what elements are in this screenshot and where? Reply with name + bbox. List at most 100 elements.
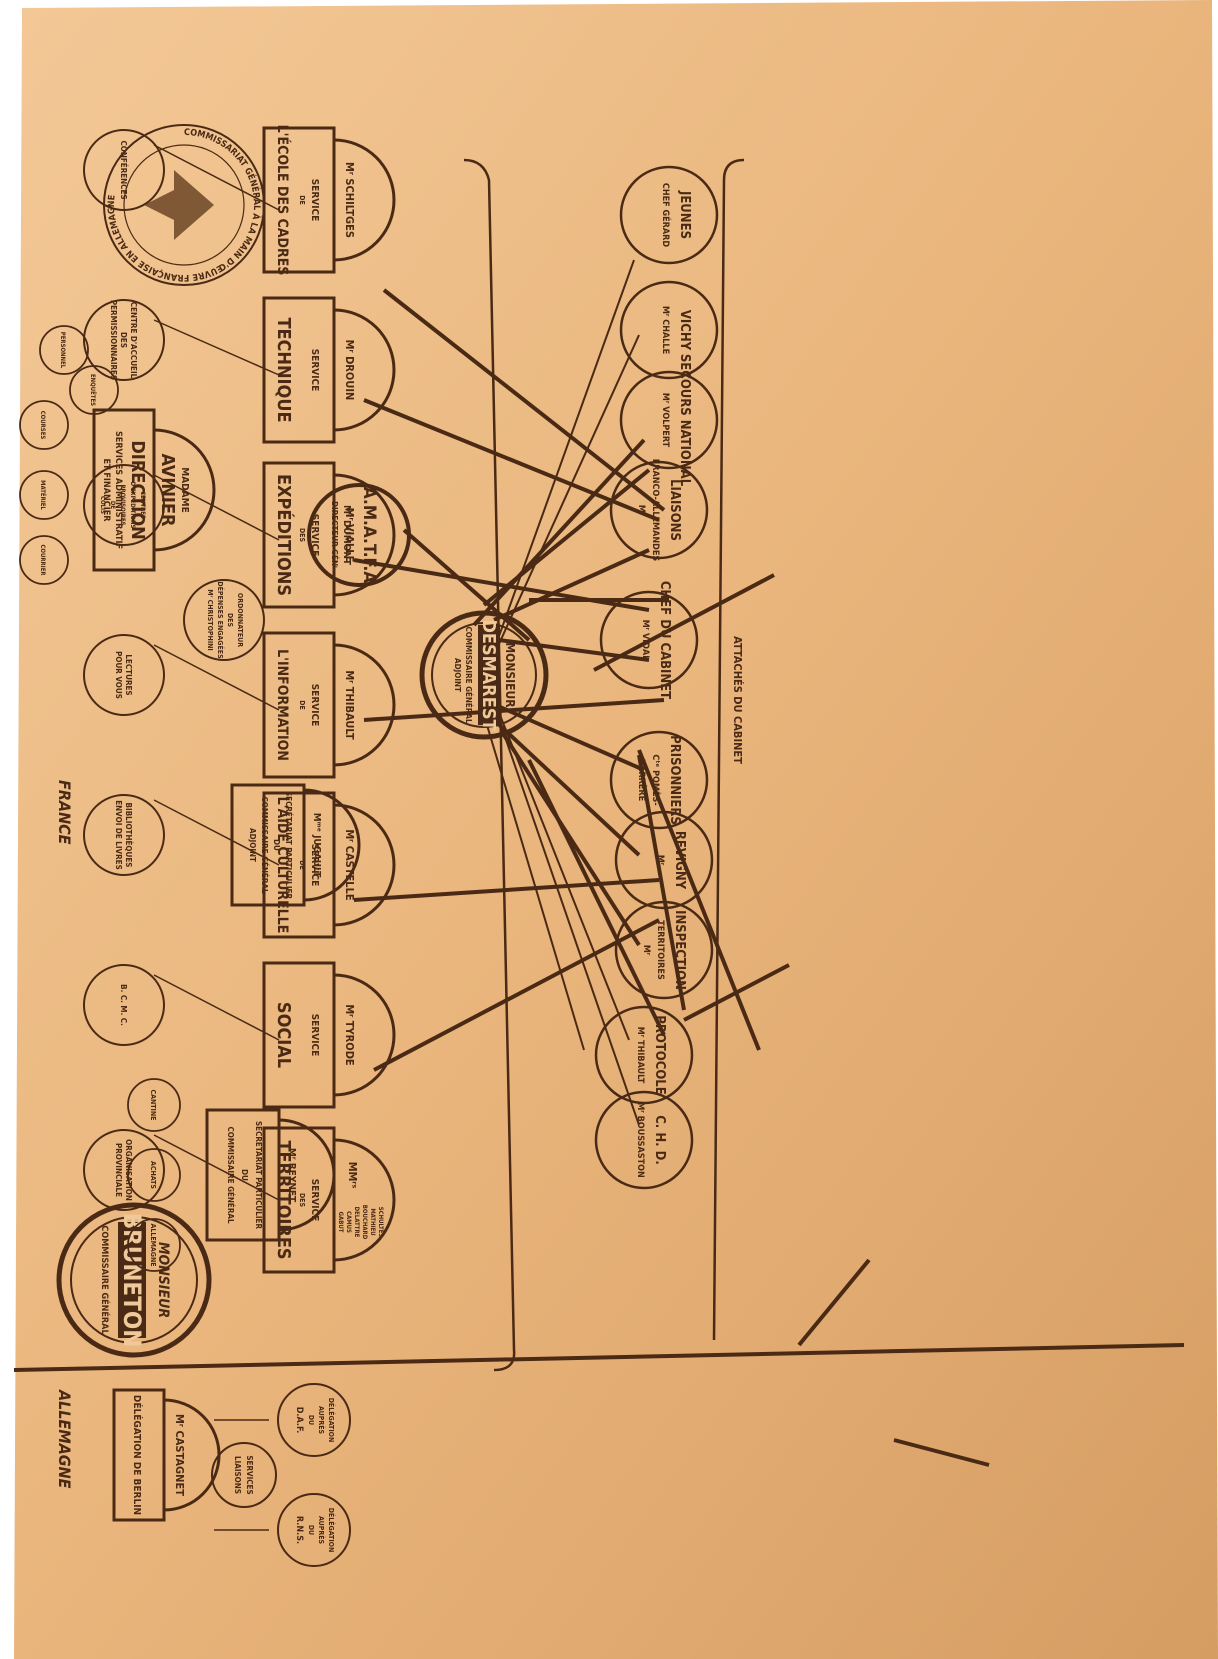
rns-node: DÉLÉGATION AUPRÈS DU R.N.S. — [277, 1493, 351, 1567]
service-head: MMʳˢ — [346, 1162, 359, 1189]
service-label: SERVICE — [309, 179, 320, 222]
direction-person: AVINIER — [157, 454, 178, 528]
service-sub-label: COLIS — [99, 496, 106, 514]
attache-line-2: CHEF GÉRARD — [660, 183, 672, 248]
border-divider-line — [13, 1343, 1185, 1372]
attache-title: LIAISONS — [667, 479, 682, 541]
reynet-sub-node: CANTINE — [127, 1078, 181, 1132]
ordonnateur-node: ORDONNATEUR DES DÉPENSES ENGAGÉES Mʳ CHR… — [183, 579, 265, 661]
service-connector-word: DE — [298, 195, 306, 205]
service-head: Mʳ DROUIN — [343, 340, 356, 401]
berlin-dome: Mʳ CASTAGNET — [173, 1414, 186, 1496]
bruneton-title: MONSIEUR — [155, 1242, 171, 1318]
service-sub-label: PROVINCIALE — [114, 1143, 123, 1197]
ordonnateur-l3: DÉPENSES ENGAGÉES — [216, 581, 225, 659]
reynet-sub-node: ALLEMAGNE — [127, 1218, 181, 1272]
attaches-bracket-top — [712, 158, 745, 1341]
bruneton-node: MONSIEUR BRUNETON COMMISSAIRE GÉNÉRAL — [56, 1202, 212, 1358]
reynet-sub-label: CANTINE — [149, 1090, 157, 1121]
amatfa-person: Mʳ DUMONT — [341, 505, 352, 566]
attache-title: PROTOCOLE — [652, 1015, 667, 1094]
direction-sub-label: COURRIER — [39, 544, 46, 576]
desmarest-title: MONSIEUR — [503, 642, 517, 708]
desmarest-node: MONSIEUR DESMAREST COMMISSAIRE GÉNÉRAL A… — [419, 610, 549, 740]
attache-node: JEUNES CHEF GÉRARD — [619, 165, 719, 265]
service-node: Mʳ VIALLESERVICEDESEXPÉDITIONSCENTRESD'E… — [83, 461, 396, 609]
service-name: TERRITOIRES — [273, 1140, 294, 1259]
ordonnateur-l2: DES — [226, 613, 234, 628]
attache-line-2: Mʳ CHALLE — [660, 306, 670, 354]
attache-line-2: TERRITOIRES — [655, 920, 665, 980]
region-france-label: FRANCE — [55, 780, 74, 845]
attache-line-2: Mʳ BOUSSASTON — [635, 1102, 645, 1178]
service-sub-label: PERMISSIONNAIRES — [109, 300, 118, 380]
service-head: Mʳ TYRODE — [343, 1004, 356, 1066]
berlin-node: Mʳ CASTAGNET DÉLÉGATION DE BERLIN — [112, 1388, 221, 1522]
region-allemagne-label: ALLEMAGNE — [55, 1389, 74, 1489]
service-node: Mʳ DROUIN SERVICE TECHNIQUE CENTRE D'ACCUEI… — [83, 296, 396, 444]
liaisons-node: SERVICES LIAISONS — [211, 1419, 277, 1531]
rns-l3: DU — [307, 1525, 315, 1535]
service-label: SERVICE — [309, 844, 320, 887]
direction-node: MADAME AVINIER DIRECTION SERVICES ADMINI… — [92, 408, 216, 572]
stamp: COMMISSARIAT GÉNÉRAL À LA MAIN D'ŒUVRE F… — [103, 124, 265, 286]
jugault-l1: SECRÉTARIAT PARTICULIER — [284, 791, 295, 899]
service-sub-label: CENTRE D'ACCUEIL — [129, 302, 138, 379]
reynet-dome: Mʳ REYNET — [286, 1148, 297, 1203]
reynet-l2: DU — [240, 1169, 249, 1181]
reynet-l3: COMMISSAIRE GÉNÉRAL — [226, 1126, 237, 1224]
service-sub-label: ENVOI DE LIVRES — [114, 800, 123, 870]
direction-sub-node: COURSES — [19, 400, 69, 450]
service-head-member: BOUCHARD — [361, 1205, 368, 1240]
service-name: SOCIAL — [273, 1002, 294, 1068]
daf-node: DÉLÉGATION AUPRÈS DU D.A.F. — [277, 1383, 351, 1457]
direction-sub-label: ENQUÊTES — [89, 374, 97, 406]
daf-l1: DÉLÉGATION — [327, 1398, 336, 1443]
desmarest-name: DESMAREST — [478, 619, 499, 730]
service-label: SERVICE — [309, 1014, 320, 1057]
service-label: SERVICE — [309, 514, 320, 557]
service-label: SERVICE — [309, 684, 320, 727]
direction-sub-node: PERSONNEL — [39, 325, 89, 375]
service-to-sub — [153, 144, 280, 1201]
reynet-node: Mʳ REYNET SECRÉTARIAT PARTICULIER DU COM… — [205, 1108, 336, 1242]
direction-sub-label: PERSONNEL — [59, 332, 66, 369]
attache-title: JEUNES — [677, 190, 692, 239]
attache-line-2: Mʳ — [655, 855, 665, 866]
attache-title: C. H. D. — [652, 1115, 667, 1165]
jugault-node: Mᵐᵉ JUGAULT SECRÉTARIAT PARTICULIER DU C… — [230, 783, 361, 907]
service-sub-label: ORGANISATION — [124, 1139, 133, 1201]
attache-title: REVIGNY — [672, 831, 687, 890]
desmarest-role-2: ADJOINT — [453, 658, 462, 692]
berlin-label: DÉLÉGATION DE BERLIN — [131, 1395, 144, 1515]
service-connector-word: DE — [298, 700, 306, 710]
service-head-member: SCHULTES — [377, 1207, 384, 1238]
service-sub-label: CONFÉRENCES — [119, 140, 130, 199]
service-head-member: CAMUS — [345, 1211, 352, 1233]
attache-title: PRISONNIERS — [667, 735, 682, 825]
daf-l4: D.A.F. — [294, 1407, 304, 1434]
service-node: Mʳ THIBAULTSERVICEDEL'INFORMATIONLECTURE… — [83, 631, 396, 779]
jugault-dome: Mᵐᵉ JUGAULT — [311, 813, 322, 878]
service-sub-label: POUR VOUS — [114, 651, 123, 699]
service-name: TECHNIQUE — [273, 317, 294, 422]
attache-node: C. H. D. Mʳ BOUSSASTON — [594, 1090, 694, 1190]
org-chart: COMMISSARIAT GÉNÉRAL À LA MAIN D'ŒUVRE F… — [13, 124, 1185, 1567]
service-label: SERVICE — [309, 349, 320, 392]
service-sub-label: DE — [109, 501, 116, 509]
service-sub-label: LECTURES — [124, 654, 133, 695]
amatfa-title: A.M.A.T.F.A — [359, 487, 379, 583]
direction-sub-node: COURRIER — [19, 535, 69, 585]
service-sub-label: CENTRES — [139, 491, 146, 519]
